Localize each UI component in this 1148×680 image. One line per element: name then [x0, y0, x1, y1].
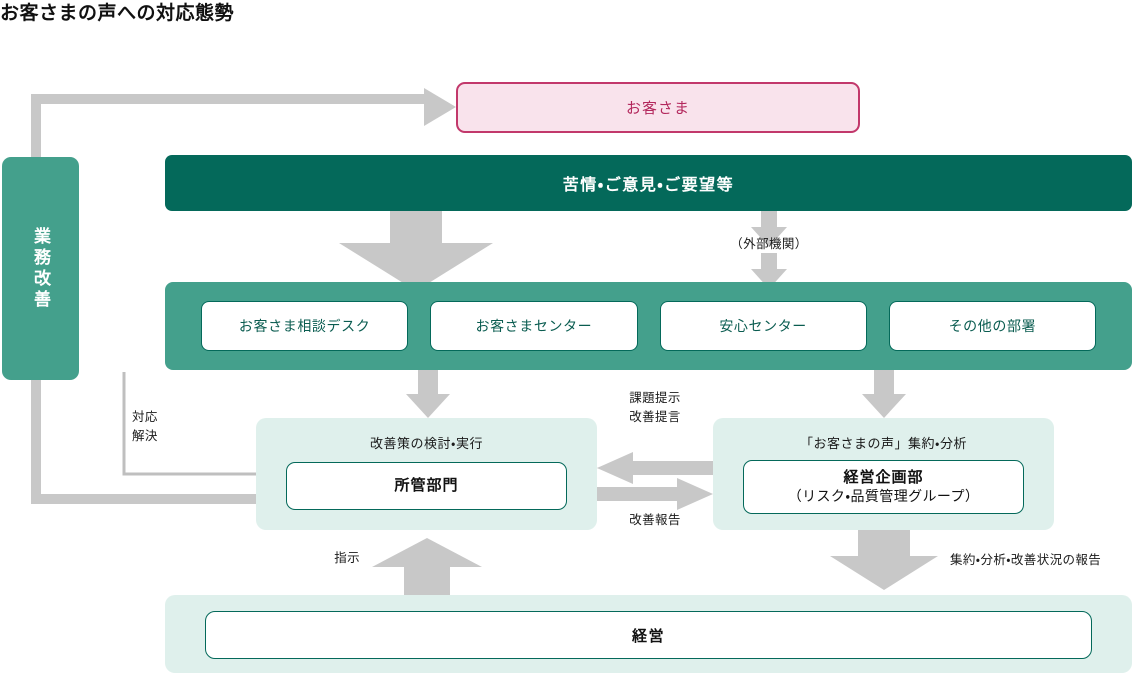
- planning-panel-caption: 「お客さまの声」集約・分析: [800, 436, 967, 451]
- improvement-proposal-label: 改善提言: [629, 410, 681, 425]
- arrow-external-top: [751, 211, 787, 247]
- department-label: 安心センター: [719, 318, 807, 334]
- complaints-bar-label: 苦情・ご意見・ご要望等: [562, 177, 735, 194]
- improvement-report-label-wrap: 改善報告: [598, 511, 712, 530]
- planning-node[interactable]: 経営企画部 （リスク・品質管理グループ）: [743, 460, 1024, 514]
- external-org-label: （外部機関）: [730, 237, 808, 251]
- arrow-management-to-division: [372, 538, 482, 595]
- response-label: 対応: [132, 410, 158, 424]
- connector-improvement-loop-bottom: [31, 380, 256, 504]
- page-title: お客さまの声への対応態勢: [0, 3, 235, 24]
- planning-panel: 「お客さまの声」集約・分析 経営企画部 （リスク・品質管理グループ）: [713, 418, 1054, 530]
- department-customer-center[interactable]: お客さまセンター: [430, 301, 638, 351]
- arrow-division-to-planning: [597, 478, 713, 510]
- department-label: お客さま相談デスク: [238, 318, 371, 334]
- aggregate-report-label: 集約・分析・改善状況の報告: [950, 553, 1102, 567]
- departments-band: お客さま相談デスク お客さまセンター 安心センター その他の部署: [165, 282, 1132, 370]
- department-anshin-center[interactable]: 安心センター: [659, 301, 867, 351]
- instruction-label: 指示: [334, 551, 360, 565]
- complaints-bar[interactable]: 苦情・ご意見・ご要望等: [165, 155, 1132, 211]
- department-consult-desk[interactable]: お客さま相談デスク: [201, 301, 409, 351]
- instruction-label-wrap: 指示: [258, 549, 360, 568]
- connector-improvement-to-customer: [31, 88, 456, 157]
- department-label: その他の部署: [948, 318, 1037, 334]
- department-other[interactable]: その他の部署: [888, 301, 1096, 351]
- response-resolution-labels: 対応 解決: [132, 408, 158, 447]
- department-label: お客さまセンター: [475, 318, 593, 334]
- arrow-departments-to-division: [406, 370, 450, 418]
- arrow-departments-to-planning: [862, 370, 906, 418]
- planning-sublabel: （リスク・品質管理グループ）: [787, 487, 980, 504]
- customer-node[interactable]: お客さま: [456, 82, 860, 133]
- improvement-bar-label: 業務改善: [31, 226, 50, 311]
- division-node[interactable]: 所管部門: [286, 462, 567, 510]
- resolution-label: 解決: [132, 429, 158, 444]
- issue-presentation-label: 課題提示: [629, 391, 681, 405]
- arrow-planning-to-management: [830, 530, 938, 590]
- improvement-bar[interactable]: 業務改善: [2, 157, 79, 380]
- planning-label: 経営企画部: [843, 468, 924, 486]
- connector-departments-to-division-left: [122, 372, 256, 476]
- aggregate-report-label-wrap: 集約・分析・改善状況の報告: [950, 551, 1101, 570]
- customer-label: お客さま: [625, 100, 690, 117]
- management-node[interactable]: 経営: [205, 611, 1092, 659]
- arrow-complaints-to-departments: [339, 211, 493, 291]
- arrow-external-bottom: [751, 253, 787, 289]
- issue-proposal-labels: 課題提示 改善提言: [598, 389, 712, 428]
- improvement-report-label: 改善報告: [629, 513, 681, 527]
- arrow-planning-to-division: [597, 452, 713, 484]
- management-panel: 経営: [165, 595, 1132, 673]
- division-panel: 改善策の検討・実行 所管部門: [256, 418, 597, 530]
- division-label: 所管部門: [394, 476, 459, 494]
- division-panel-caption: 改善策の検討・実行: [370, 436, 483, 451]
- management-label: 経営: [631, 627, 665, 645]
